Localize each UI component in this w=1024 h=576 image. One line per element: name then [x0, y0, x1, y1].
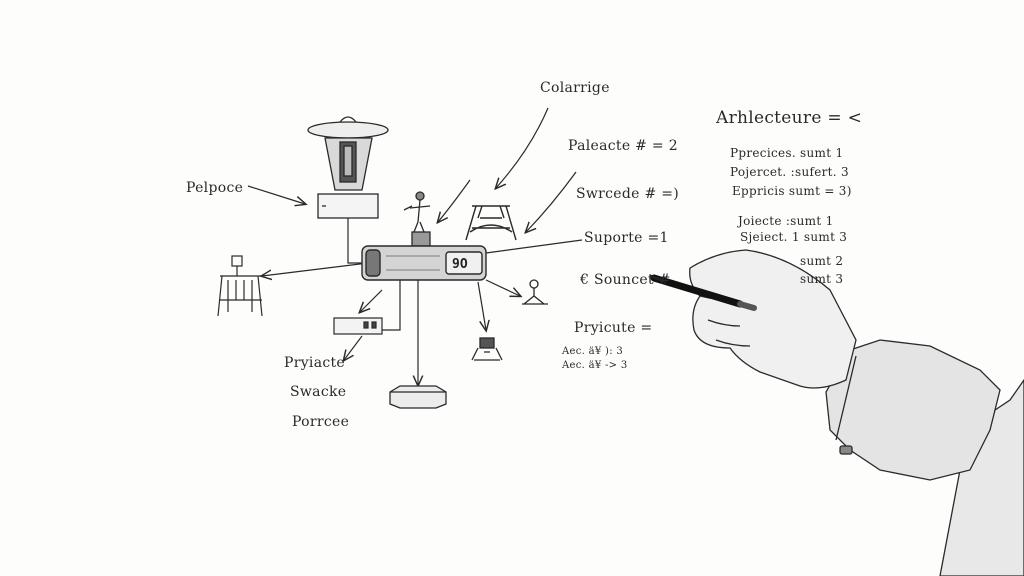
architecture-group1-line3: Eppricis sumt = 3) [732, 184, 852, 198]
central-device-icon: 9O [361, 245, 487, 281]
eiffel-tower-icon [465, 205, 517, 241]
label-right-2: Swrcede # =) [576, 186, 680, 202]
connector-figure [485, 279, 520, 296]
label-right-5-row2: Aec. ä¥ -> 3 [562, 360, 628, 371]
robot-icon [471, 337, 503, 361]
label-bottom-left-2: Swacke [290, 384, 347, 400]
architecture-group1-line2: Pojercet. :sufert. 3 [730, 165, 849, 179]
connector-smallbox [360, 289, 383, 312]
label-right-5-row1: Aec. ä¥ ): 3 [562, 346, 624, 357]
connector-lines [247, 107, 583, 385]
label-left-callout: Pelpoce [186, 180, 244, 196]
connector-statue [438, 179, 471, 222]
connector-left [262, 262, 369, 276]
platform-disc-icon [389, 385, 447, 409]
architecture-group2-line3: sumt 2 [800, 254, 844, 268]
connector-eiffel [526, 171, 577, 232]
architecture-group1-line1: Pprecices. sumt 1 [730, 146, 844, 160]
label-right-3: Suporte =1 [584, 230, 669, 246]
small-box-icon [333, 317, 383, 335]
architecture-title: Arhlecteure = < [716, 108, 863, 128]
hand-with-marker-icon [649, 249, 1024, 576]
connector-topcallout [496, 107, 549, 188]
label-bottom-left-1: Pryiacte [284, 355, 345, 371]
label-top-callout: Colarrige [540, 80, 610, 96]
connector-box [382, 280, 401, 331]
label-bottom-left-3: Porrcee [292, 414, 350, 430]
label-right-1: Paleacte # = 2 [568, 138, 678, 154]
table-stand-icon [217, 255, 263, 317]
svg-text:9O: 9O [452, 257, 468, 272]
connector-robot [477, 281, 486, 330]
architecture-group2-line4: sumt 3 [800, 272, 844, 286]
connector-pryiacte [344, 335, 363, 360]
label-right-5: Pryicute = [574, 320, 653, 336]
connector-pelpoce [247, 185, 305, 204]
tower-icon [307, 116, 389, 219]
figure-icon [522, 279, 548, 305]
statue-icon [403, 191, 431, 247]
label-right-4: € Souncet # [580, 272, 671, 288]
connector-right [485, 239, 583, 254]
architecture-group2-line1: Joiecte :sumt 1 [738, 214, 834, 228]
architecture-group2-line2: Sjeiect. 1 sumt 3 [740, 230, 848, 244]
